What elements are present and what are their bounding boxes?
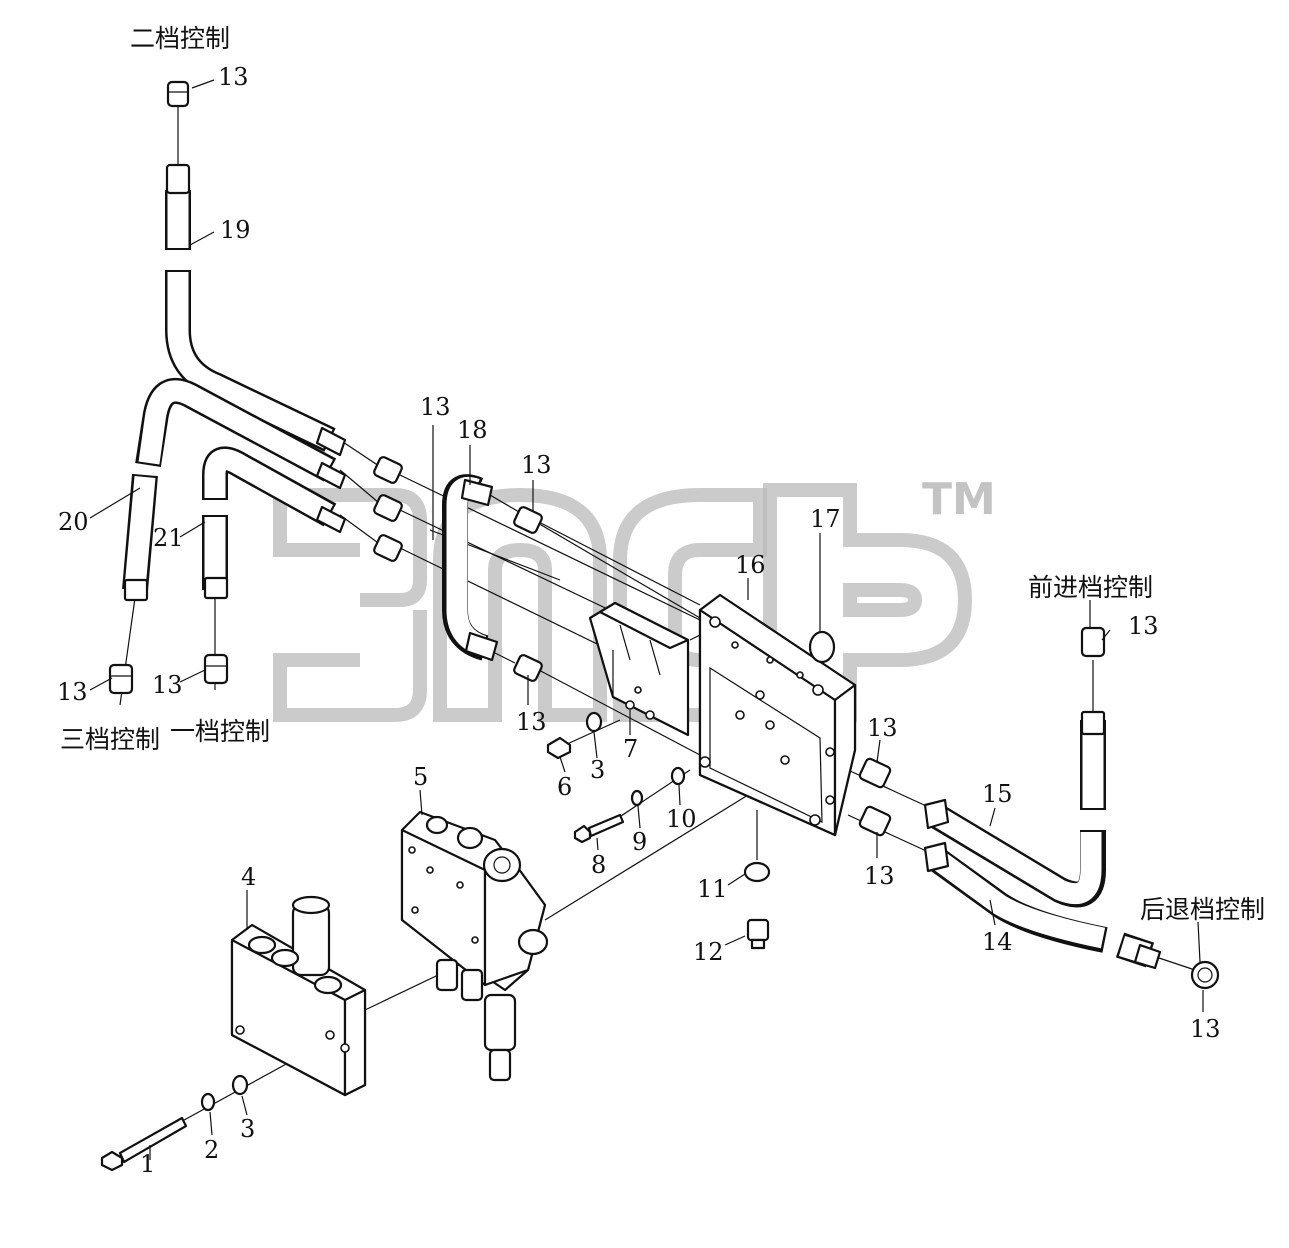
part-number-9: 9	[632, 828, 647, 856]
part-number-2: 2	[204, 1136, 219, 1164]
part-number-13-left2: 13	[152, 671, 183, 699]
valve-body-5	[400, 810, 549, 1082]
part-number-3-lower: 3	[240, 1115, 255, 1143]
hose-21	[202, 446, 347, 600]
washer-3-lower	[231, 1074, 249, 1096]
part-number-16: 16	[735, 551, 766, 579]
part-number-14: 14	[982, 928, 1013, 956]
part-number-1: 1	[140, 1150, 155, 1178]
washer-2	[200, 1092, 216, 1112]
part-number-13-reverse: 13	[1190, 1015, 1221, 1043]
part-number-13-top: 13	[218, 63, 249, 91]
cover-plate-16	[698, 593, 857, 837]
bolt-6	[546, 736, 572, 760]
valve-block-4	[230, 895, 367, 1097]
part-number-8: 8	[591, 851, 606, 879]
hose-15	[923, 710, 1106, 908]
part-number-19: 19	[220, 216, 251, 244]
watermark-tm: TM	[922, 474, 996, 525]
part-number-4: 4	[241, 863, 256, 891]
plug-12	[746, 918, 770, 950]
bolt-8	[573, 813, 625, 844]
part-number-21: 21	[153, 524, 184, 552]
part-number-13-left1: 13	[57, 678, 88, 706]
hose-20	[122, 378, 347, 602]
part-number-20: 20	[58, 508, 89, 536]
hose-18	[442, 474, 499, 662]
part-number-3-upper: 3	[590, 756, 605, 784]
part-number-15: 15	[982, 780, 1013, 808]
washer-10	[670, 766, 686, 786]
washer-9	[630, 789, 644, 807]
part-number-7: 7	[623, 735, 638, 763]
part-number-17: 17	[810, 505, 841, 533]
label-second-gear-control: 二档控制	[130, 24, 230, 53]
part-number-5: 5	[413, 763, 428, 791]
hose-14	[923, 841, 1162, 970]
part-number-13-lower-tee: 13	[516, 708, 547, 736]
label-third-gear-control: 三档控制	[60, 725, 160, 754]
o-ring-17	[808, 630, 836, 664]
part-number-13-right-lower: 13	[864, 862, 895, 890]
part-number-18: 18	[457, 416, 488, 444]
part-number-13-cluster: 13	[420, 393, 451, 421]
part-number-13-forward: 13	[1128, 612, 1159, 640]
fitting-13-left1	[108, 663, 134, 695]
label-reverse-gear-control: 后退档控制	[1140, 895, 1265, 924]
fitting-13-top	[166, 80, 190, 108]
hose-19	[165, 163, 347, 457]
fitting-13-cluster	[373, 456, 543, 682]
part-number-13-right-upper: 13	[867, 714, 898, 742]
long-bolt-1	[100, 1116, 188, 1172]
bracket-7	[588, 601, 690, 737]
part-number-6: 6	[557, 773, 572, 801]
label-first-gear-control: 一档控制	[170, 717, 270, 746]
callout-leaders	[89, 79, 1204, 1160]
part-number-10: 10	[666, 805, 697, 833]
washer-3-upper	[585, 711, 603, 733]
label-forward-gear-control: 前进档控制	[1028, 573, 1153, 602]
fitting-13-right	[858, 626, 1220, 990]
fitting-13-left2	[203, 653, 229, 685]
o-ring-11	[743, 861, 771, 883]
part-number-13-tee: 13	[521, 451, 552, 479]
part-number-11: 11	[697, 875, 728, 903]
part-number-12: 12	[693, 938, 724, 966]
